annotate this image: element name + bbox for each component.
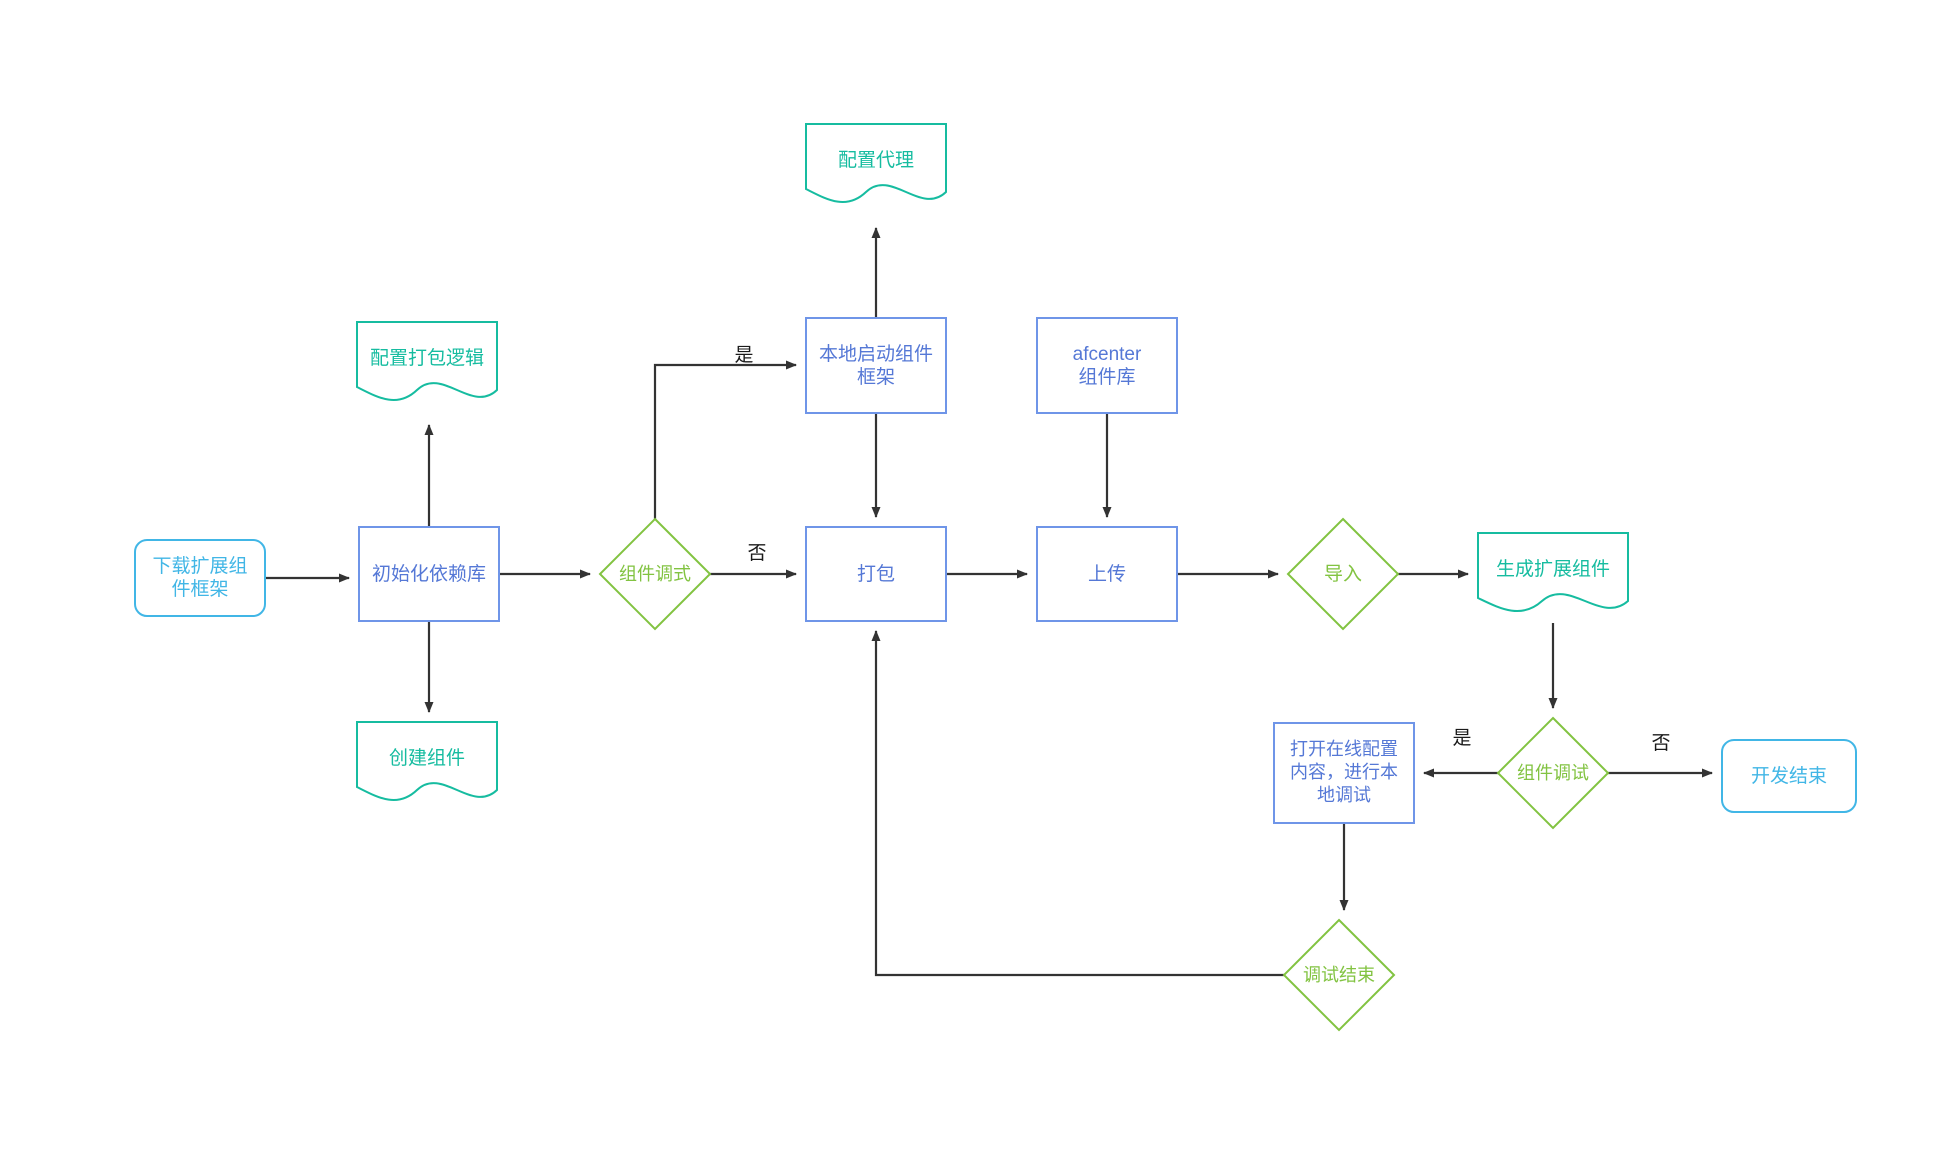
node-label: 组件调试	[1517, 763, 1589, 783]
document-shape	[1477, 532, 1629, 612]
node-open-online-config-local-debug[interactable]: 打开在线配置内容，进行本地调试	[1273, 722, 1415, 824]
node-label: 打包	[857, 563, 895, 585]
decision-shape	[598, 517, 712, 631]
process-shape	[805, 317, 947, 414]
decision-shape	[1286, 517, 1400, 631]
process-shape	[358, 526, 500, 622]
edge-label-yes-bottom: 是	[1452, 728, 1471, 749]
node-decision-component-debug[interactable]: 组件调试	[1496, 716, 1610, 830]
node-configure-agent[interactable]: 配置代理	[805, 123, 947, 203]
edge-labels-layer: 是 否 是 否	[734, 345, 1670, 754]
node-label: 开发结束	[1751, 765, 1827, 787]
process-shape	[1036, 317, 1178, 414]
node-label: 调试结束	[1303, 965, 1375, 985]
node-label: 生成扩展组件	[1496, 558, 1610, 580]
terminal-shape	[1721, 739, 1857, 813]
node-label: 创建组件	[389, 747, 465, 769]
decision-shape	[1496, 716, 1610, 830]
node-package[interactable]: 打包	[805, 526, 947, 622]
process-shape	[1273, 722, 1415, 824]
terminal-shape	[134, 539, 266, 617]
node-label: 本地启动组件框架	[819, 343, 933, 388]
node-label: 组件调式	[619, 564, 691, 584]
node-local-start-component-framework[interactable]: 本地启动组件框架	[805, 317, 947, 414]
node-decision-debug-finished[interactable]: 调试结束	[1282, 918, 1396, 1032]
edge-label-no-top: 否	[747, 543, 766, 564]
node-upload[interactable]: 上传	[1036, 526, 1178, 622]
edges-layer	[265, 227, 1713, 977]
node-label: 初始化依赖库	[372, 563, 486, 585]
node-decision-import[interactable]: 导入	[1286, 517, 1400, 631]
node-label: 下载扩展组件框架	[152, 555, 247, 600]
edge-debug-q1-to-local-start	[653, 360, 797, 519]
node-download-extension-framework[interactable]: 下载扩展组件框架	[134, 539, 266, 617]
node-label: 打开在线配置内容，进行本地调试	[1290, 739, 1398, 805]
edge-label-yes-top: 是	[734, 345, 753, 366]
node-decision-component-debug-mode[interactable]: 组件调式	[598, 517, 712, 631]
edge-label-no-bottom: 否	[1651, 733, 1670, 754]
decision-shape	[1282, 918, 1396, 1032]
node-label: 配置打包逻辑	[370, 347, 484, 369]
node-configure-packaging-logic[interactable]: 配置打包逻辑	[356, 321, 498, 401]
node-label: 导入	[1324, 564, 1362, 585]
edge-debug-done-to-build	[871, 630, 1284, 977]
process-shape	[1036, 526, 1178, 622]
node-development-finished[interactable]: 开发结束	[1721, 739, 1857, 813]
document-shape	[356, 721, 498, 801]
node-generate-extension-component[interactable]: 生成扩展组件	[1477, 532, 1629, 612]
process-shape	[805, 526, 947, 622]
node-init-dependency-library[interactable]: 初始化依赖库	[358, 526, 500, 622]
node-create-component[interactable]: 创建组件	[356, 721, 498, 801]
node-label: 上传	[1088, 563, 1126, 585]
document-shape	[356, 321, 498, 401]
document-shape	[805, 123, 947, 203]
node-label: 配置代理	[838, 149, 914, 171]
